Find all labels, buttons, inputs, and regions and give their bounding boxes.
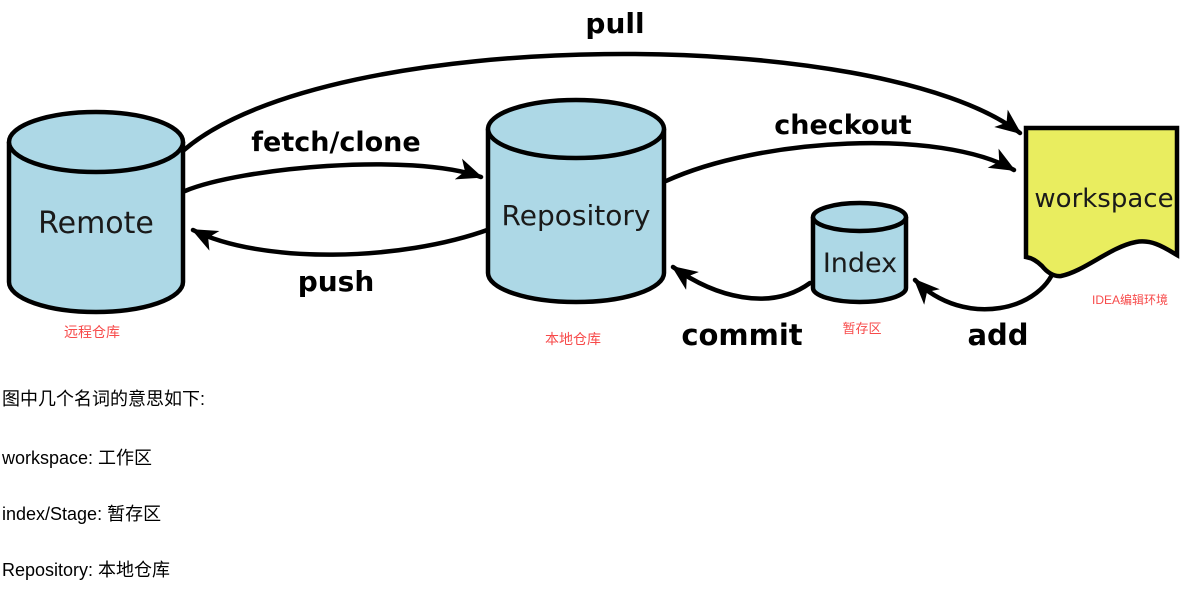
repository-label: Repository [502,199,651,232]
glossary-intro: 图中几个名词的意思如下: [2,389,205,409]
add-arrow [912,261,1059,312]
git-flow-diagram: Remote Repository Index workspace pull f… [6,7,1180,352]
add-label: add [967,318,1028,352]
checkout-arrow [663,140,1017,184]
workspace-annotation: IDEA编辑环境 [1092,292,1168,307]
remote-cylinder-top [6,109,186,175]
push-label: push [298,265,375,298]
remote-label: Remote [38,206,154,241]
index-annotation: 暂存区 [842,321,881,336]
commit-arrow [670,264,813,301]
commit-label: commit [681,318,802,352]
index-cylinder-top [810,200,909,234]
arrow-label-layer: pull fetch/clone checkout push commit ad… [251,7,1028,352]
node-layer [6,97,1180,315]
workspace-document-shape [1023,125,1180,279]
remote-annotation: 远程仓库 [64,324,120,340]
pull-arrow [181,51,1023,153]
annotation-layer: 远程仓库 本地仓库 暂存区 IDEA编辑环境 [64,292,1168,347]
index-cylinder-body [810,217,909,305]
fetch-clone-arrow [182,158,484,194]
index-label: Index [823,248,897,279]
repository-cylinder-body [485,129,667,305]
repository-cylinder-top [485,97,667,161]
glossary-item-workspace: workspace: 工作区 [2,448,153,468]
pull-label: pull [585,7,644,40]
push-arrow [190,226,493,257]
arrow-layer [181,51,1059,312]
glossary-item-index: index/Stage: 暂存区 [2,504,162,524]
fetch-clone-label: fetch/clone [251,127,420,158]
glossary-item-repository: Repository: 本地仓库 [2,560,171,580]
checkout-label: checkout [774,110,912,141]
node-label-layer: Remote Repository Index workspace [38,184,1173,279]
repository-annotation: 本地仓库 [545,331,601,347]
workspace-label: workspace [1034,184,1173,214]
remote-cylinder-body [6,142,186,315]
